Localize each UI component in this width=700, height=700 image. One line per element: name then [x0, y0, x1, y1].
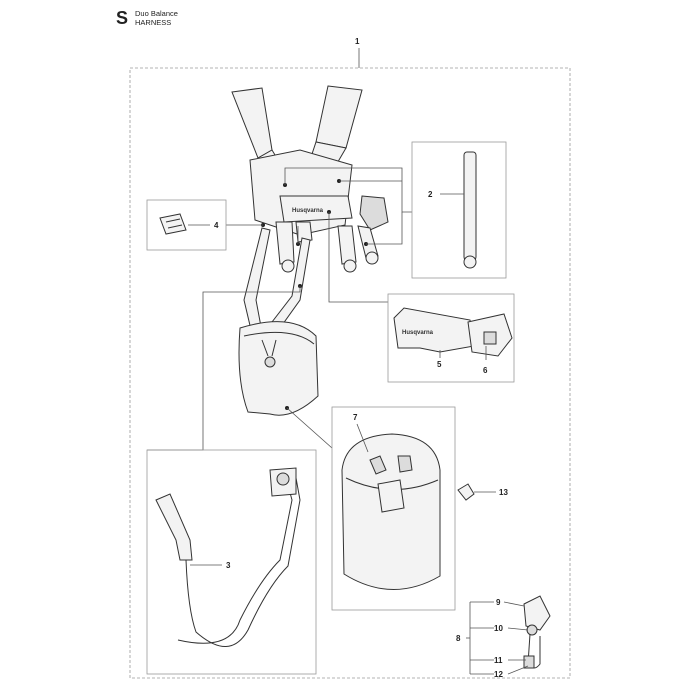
callout-3: 3	[226, 561, 231, 570]
box-part-4	[146, 199, 227, 251]
callout-10: 10	[494, 624, 503, 633]
hip-pad-part-7	[341, 433, 441, 590]
callout-4: 4	[214, 221, 219, 230]
box-parts-5-6	[387, 293, 515, 383]
harness-main: Husqvarna	[231, 85, 389, 416]
side-clip	[359, 195, 389, 231]
callout-1: 1	[355, 37, 360, 46]
hook-part-10	[526, 624, 538, 636]
hook-part-12	[523, 655, 535, 669]
model-name: Duo Balance	[135, 9, 178, 18]
callout-6: 6	[483, 366, 488, 375]
chest-pad-part-5	[393, 307, 475, 353]
page-title: HARNESS	[135, 18, 172, 27]
screw-part-13	[457, 483, 475, 501]
callout-13: 13	[499, 488, 508, 497]
right-shoulder-pad	[315, 85, 363, 149]
box-part-7	[331, 406, 456, 611]
callout-2: 2	[428, 190, 433, 199]
hip-pad	[238, 321, 319, 416]
left-shoulder-pad	[231, 87, 273, 159]
box-part-3	[146, 449, 317, 675]
box-part-2	[411, 141, 507, 279]
brand-label-5: Husqvarna	[402, 330, 434, 336]
section-letter: S	[116, 8, 129, 28]
callout-8: 8	[456, 634, 461, 643]
callout-5: 5	[437, 360, 442, 369]
brand-label: Husqvarna	[292, 208, 324, 214]
section-title: Duo Balance HARNESS	[135, 9, 178, 27]
callout-9: 9	[496, 598, 501, 607]
buckle-part-4	[159, 213, 187, 235]
strap-part-2	[463, 151, 477, 261]
waist-strap	[243, 227, 271, 335]
belt-strap-part-3	[177, 477, 293, 644]
callout-7: 7	[353, 413, 358, 422]
callout-12: 12	[494, 670, 503, 679]
chest-buckle-pad	[279, 195, 353, 223]
callout-11: 11	[494, 656, 503, 665]
belt-end-part-3	[155, 493, 193, 561]
hook-part-9	[523, 595, 551, 631]
assembly-frame	[129, 67, 571, 679]
hook	[264, 356, 276, 368]
